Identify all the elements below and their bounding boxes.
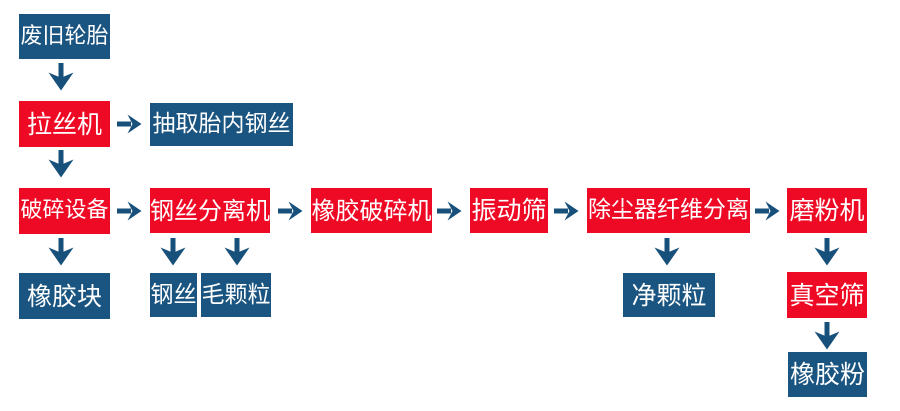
flow-node-label: 橡胶块 [26, 281, 102, 311]
flow-node-extract-tire-steel-wire: 抽取胎内钢丝 [150, 103, 293, 146]
flow-node-crushing-equipment: 破碎设备 [19, 188, 110, 234]
flow-node-vacuum-screen: 真空筛 [787, 272, 867, 318]
flow-arrow-steel-wire-separator-to-fluff-granules [224, 238, 250, 266]
flow-arrow-waste-tires-to-wire-drawing-machine [48, 63, 74, 91]
flow-arrow-vacuum-screen-to-rubber-powder [814, 322, 840, 350]
flow-node-label: 毛颗粒 [201, 281, 271, 308]
flow-node-waste-tires: 废旧轮胎 [19, 14, 110, 59]
flow-arrow-steel-wire-separator-to-rubber-crusher [278, 201, 303, 221]
flow-node-grinding-machine: 磨粉机 [787, 188, 867, 233]
flow-arrow-wire-drawing-machine-to-extract-tire-steel-wire [117, 114, 142, 134]
flow-node-clean-granules: 净颗粒 [623, 273, 715, 317]
flow-arrow-dust-collector-fiber-separation-to-grinding-machine [755, 201, 780, 221]
flow-node-label: 橡胶粉 [789, 360, 865, 389]
flow-node-label: 振动筛 [471, 196, 547, 225]
flow-arrow-crushing-equipment-to-rubber-blocks [48, 238, 74, 266]
flow-node-label: 除尘器纤维分离 [588, 197, 749, 223]
flow-node-label: 抽取胎内钢丝 [152, 111, 291, 137]
flow-node-vibrating-screen: 振动筛 [470, 188, 548, 233]
flow-node-wire-drawing-machine: 拉丝机 [19, 101, 110, 147]
flow-arrow-crushing-equipment-to-steel-wire-separator [117, 201, 142, 221]
flow-node-fluff-granules: 毛颗粒 [201, 273, 271, 317]
flow-node-label: 钢丝 [150, 281, 197, 308]
flow-node-rubber-powder: 橡胶粉 [788, 352, 867, 397]
flow-node-label: 净颗粒 [631, 280, 707, 310]
flow-node-label: 真空筛 [789, 280, 865, 310]
flow-node-steel-wire: 钢丝 [150, 273, 197, 317]
flow-arrow-grinding-machine-to-vacuum-screen [814, 238, 840, 266]
flow-node-label: 废旧轮胎 [20, 23, 109, 49]
flow-node-label: 破碎设备 [20, 198, 109, 223]
flow-node-dust-collector-fiber-separation: 除尘器纤维分离 [587, 188, 750, 233]
flow-node-steel-wire-separator: 钢丝分离机 [150, 188, 270, 233]
flow-node-rubber-blocks: 橡胶块 [19, 273, 110, 319]
flow-arrow-dust-collector-fiber-separation-to-clean-granules [654, 238, 680, 266]
flow-node-label: 钢丝分离机 [150, 196, 270, 225]
flow-node-label: 橡胶破碎机 [311, 196, 432, 225]
flow-arrow-wire-drawing-machine-to-crushing-equipment [48, 150, 74, 178]
flow-node-rubber-crusher: 橡胶破碎机 [311, 188, 432, 233]
flow-arrow-steel-wire-separator-to-steel-wire [160, 238, 186, 266]
flow-node-label: 磨粉机 [789, 196, 865, 225]
flow-arrow-vibrating-screen-to-dust-collector-fiber-separation [554, 201, 579, 221]
flow-arrow-rubber-crusher-to-vibrating-screen [437, 201, 462, 221]
flow-node-label: 拉丝机 [26, 109, 102, 139]
